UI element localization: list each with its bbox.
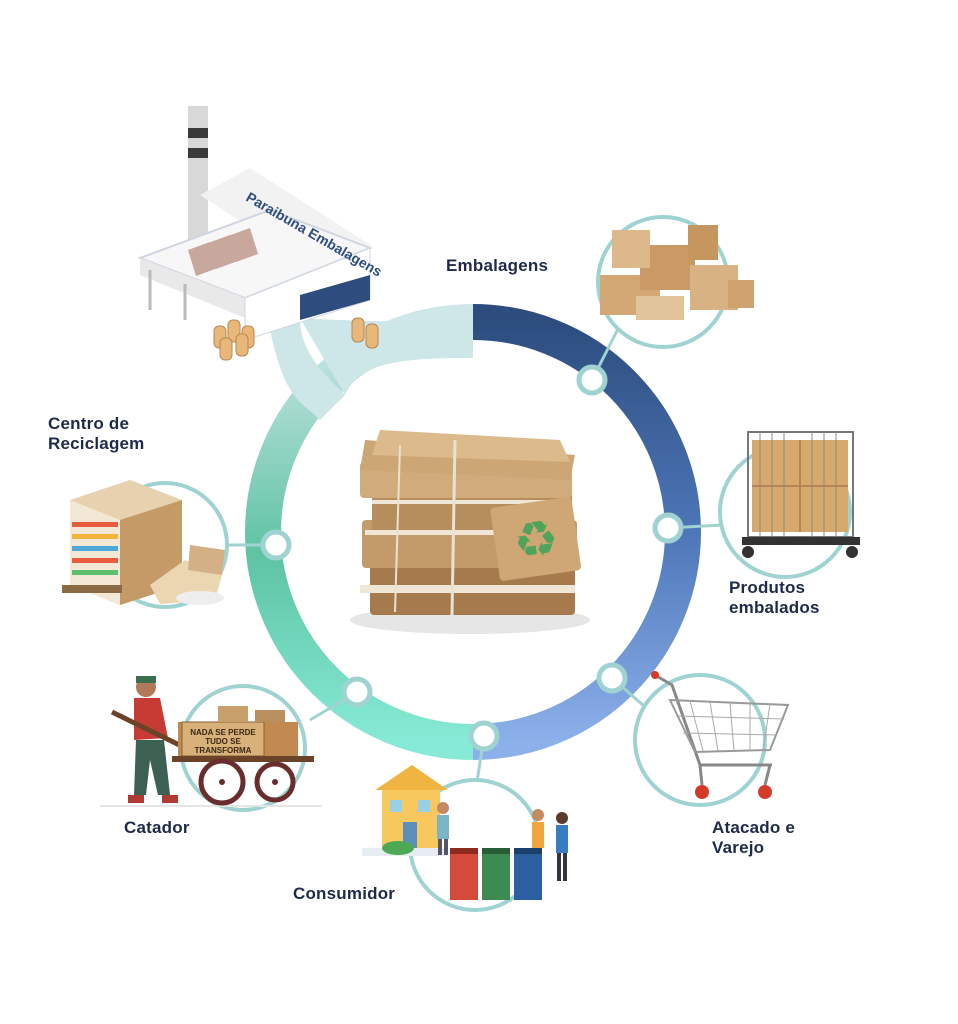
recycle-icon: ♻ (510, 508, 562, 572)
cardboard-bale-illustration: ♻ (350, 430, 590, 634)
ring-nodes (260, 364, 684, 752)
bubble-produtos (718, 431, 860, 579)
ring-return-arm-top (300, 318, 473, 395)
cart-sign-line-3: TRANSFORMA (195, 746, 252, 755)
label-consumidor-line-1: Consumidor (293, 884, 396, 903)
label-centro-reciclagem: Centro de Reciclagem (48, 414, 145, 454)
label-embalagens: Embalagens (446, 256, 548, 276)
label-consumidor: Consumidor (293, 884, 395, 904)
label-produtos-line-1: Produtos (729, 578, 806, 597)
label-atacado-varejo: Atacado e Varejo (712, 818, 795, 858)
bubble-catador: NADA SE PERDE TUDO SE TRANSFORMA (100, 676, 322, 812)
label-atacado-line-2: Varejo (712, 838, 765, 857)
label-centro-line-1: Centro de (48, 414, 130, 433)
cart-sign-line-1: NADA SE PERDE (190, 728, 256, 737)
factory-recycle-icon: ♻ (350, 276, 366, 297)
label-centro-line-2: Reciclagem (48, 434, 145, 453)
label-produtos-embalados: Produtos embalados (729, 578, 820, 618)
label-produtos-line-2: embalados (729, 598, 820, 617)
label-embalagens-line-1: Embalagens (446, 256, 549, 275)
bubble-embalagens (596, 215, 754, 349)
cart-sign-line-2: TUDO SE (205, 737, 241, 746)
label-atacado-line-1: Atacado e (712, 818, 796, 837)
label-catador-line-1: Catador (124, 818, 190, 837)
bubble-consumidor (362, 765, 568, 912)
bubble-centro (62, 480, 229, 609)
label-catador: Catador (124, 818, 190, 838)
ring-return-arm (270, 318, 345, 420)
bubble-atacado (633, 671, 790, 807)
